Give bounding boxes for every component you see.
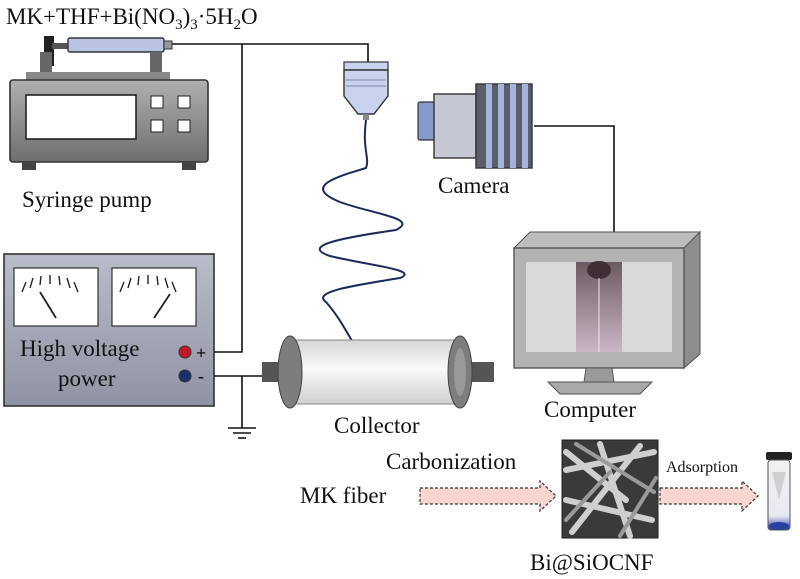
pump-button-1 — [150, 95, 164, 109]
computer — [512, 230, 702, 395]
collector-label: Collector — [334, 413, 420, 438]
pump-button-4 — [177, 119, 191, 133]
adsorption-arrow — [659, 479, 759, 513]
computer-label: Computer — [544, 397, 636, 422]
high-voltage-label-2: power — [58, 366, 116, 391]
vial — [766, 452, 792, 531]
product-label: Bi@SiOCNF — [530, 550, 653, 575]
syringe-plunger-cap — [44, 36, 54, 66]
fiber-jet — [318, 119, 415, 401]
mk-fiber-label: MK fiber — [300, 483, 387, 508]
feed-tube — [172, 43, 369, 62]
negative-terminal — [178, 369, 192, 383]
minus-sign: - — [198, 366, 204, 386]
high-voltage-wire — [202, 44, 243, 353]
carbonization-label: Carbonization — [386, 449, 517, 474]
high-voltage-power — [3, 253, 215, 407]
solution-label: MK+THF+Bi(NO3)3·5H2O — [6, 4, 258, 33]
syringe-barrel — [67, 37, 165, 53]
high-voltage-label-1: High voltage — [20, 336, 139, 361]
adsorption-label: Adsorption — [666, 459, 738, 476]
ground-symbol — [228, 427, 256, 439]
collector-shaft-right — [470, 362, 494, 382]
camera-label: Camera — [438, 173, 510, 198]
collector — [262, 335, 494, 409]
positive-terminal — [178, 345, 192, 359]
spinneret — [343, 61, 389, 120]
meter-right — [111, 267, 197, 327]
camera-cable — [534, 125, 615, 232]
collector-drum — [289, 339, 461, 405]
syringe-pump-label: Syringe pump — [22, 187, 152, 212]
syringe-pump — [9, 36, 209, 170]
pump-button-2 — [177, 95, 191, 109]
carbonization-arrow — [419, 479, 557, 513]
sem-image — [561, 439, 659, 539]
camera — [417, 83, 533, 169]
pump-button-3 — [150, 119, 164, 133]
plus-sign: + — [196, 343, 206, 363]
pump-display — [25, 94, 137, 140]
